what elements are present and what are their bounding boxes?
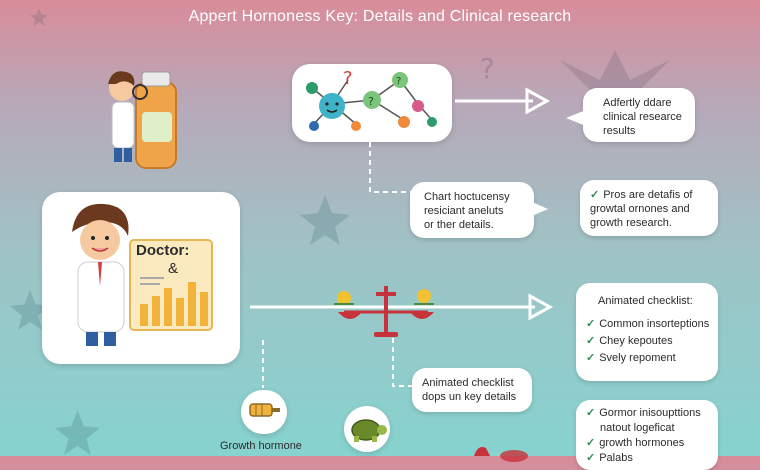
bubble-line: resiciant aneluts xyxy=(424,205,504,217)
dashed-connector-center xyxy=(392,338,413,387)
arrow-middle xyxy=(250,293,554,321)
svg-text:?: ? xyxy=(396,76,401,87)
check-icon: ✓ xyxy=(590,189,600,201)
background-question-mark: ? xyxy=(480,52,495,85)
bubble-line: growth research. xyxy=(590,217,672,229)
background-star-shape xyxy=(300,195,350,245)
board-symbol: & xyxy=(168,260,179,277)
background-bird-shape xyxy=(560,50,670,120)
check-icon: ✓ xyxy=(586,407,596,419)
scientist-bottle-illustration xyxy=(108,71,177,169)
page-title: Appert Hornoness Key: Details and Clinic… xyxy=(188,8,572,25)
check-icon: ✓ xyxy=(586,335,596,347)
syringe-icon xyxy=(249,403,280,417)
clinical-results-bubble: Adfertly ddare clinical researce results xyxy=(583,88,695,142)
background-star-shape-left xyxy=(10,290,50,330)
check-icon: ✓ xyxy=(586,318,596,330)
chart-details-bubble: Chart hoctucensy resiciant aneluts or th… xyxy=(410,182,534,238)
dashed-connector-left xyxy=(262,340,264,388)
turtle-icon xyxy=(351,419,387,442)
svg-text:?: ? xyxy=(368,95,374,108)
pros-bubble: ✓Pros are detafis of growtal ornones and… xyxy=(580,180,718,236)
bubble-line: Chart hoctucensy xyxy=(424,191,510,203)
checklist-item: natout logeficat xyxy=(600,422,675,434)
bubble-line: Adfertly ddare xyxy=(603,97,672,109)
background-star-shape-bottom xyxy=(55,410,100,455)
svg-text:?: ? xyxy=(480,52,495,85)
molecule-network-icon: ? ? ? xyxy=(306,68,437,131)
board-title: Doctor: xyxy=(136,242,190,259)
growth-hormone-label: Growth hormone xyxy=(220,440,302,452)
check-icon: ✓ xyxy=(586,352,596,364)
svg-text:?: ? xyxy=(343,68,353,89)
doctor-illustration xyxy=(72,203,213,346)
bubble-tail xyxy=(566,110,586,126)
checklist-item: ✓Common insorteptions xyxy=(586,318,710,330)
bubble-line: Animated checklist xyxy=(422,377,514,389)
bubble-line: dops un key details xyxy=(422,391,517,403)
background-star-top-left xyxy=(30,8,48,26)
bubble-line: growtal ornones and xyxy=(590,203,690,215)
checklist-title: Animated checklist: xyxy=(598,295,693,307)
check-icon: ✓ xyxy=(586,437,596,449)
balance-scale-icon xyxy=(334,286,434,337)
checklist-item: ✓Palabs xyxy=(586,452,633,464)
checklist-bottom: ✓Gormor inisoupttions natout logeficat ✓… xyxy=(576,400,718,470)
checklist-center: Animated checklist dops un key details xyxy=(412,368,532,412)
bubble-line: or ther details. xyxy=(424,219,494,231)
checklist-right: Animated checklist: ✓Common insorteption… xyxy=(576,283,718,381)
arrow-top xyxy=(455,87,551,115)
check-icon: ✓ xyxy=(586,452,596,464)
bubble-line: ✓Pros are detafis of xyxy=(590,189,693,201)
red-decor-icon xyxy=(474,447,528,462)
bubble-line: results xyxy=(603,125,636,137)
dashed-connector-top xyxy=(369,142,418,193)
checklist-item: ✓growth hormones xyxy=(586,437,685,449)
checklist-item: ✓Svely repoment xyxy=(586,352,676,364)
checklist-item: ✓Chey kepoutes xyxy=(586,335,673,347)
bubble-line: clinical researce xyxy=(603,111,682,123)
bubble-tail xyxy=(532,202,548,216)
checklist-item: ✓Gormor inisoupttions xyxy=(586,407,701,419)
